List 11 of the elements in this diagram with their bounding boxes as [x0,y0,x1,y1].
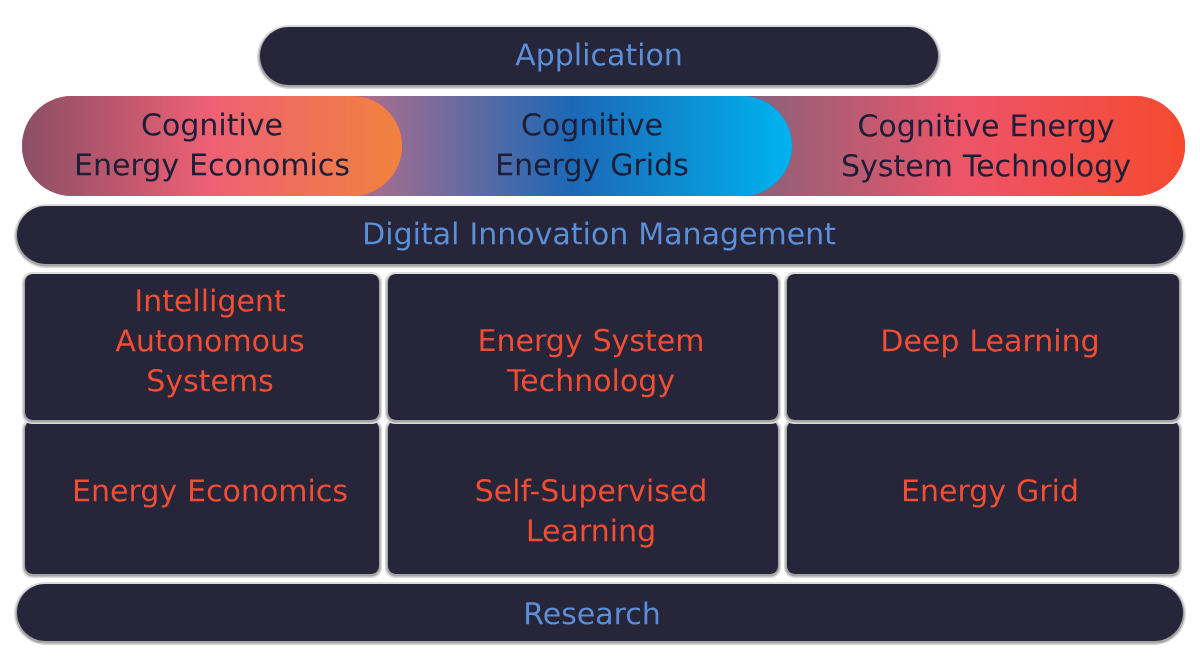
layer-bar: Application [257,25,941,89]
topic-tile: Energy System Technology [385,272,781,424]
topic-tile: Deep Learning [784,272,1182,424]
topic-tile: Energy Economics [22,419,382,578]
layer-bar: Digital Innovation Management [14,204,1186,268]
topic-tile: Intelligent Autonomous Systems [22,272,382,424]
topic-tile: Energy Grid [784,419,1182,578]
layer-bar: Research [14,582,1186,645]
topic-tile: Self-Supervised Learning [385,419,781,578]
gradient-pill: Cognitive Energy System Technology [742,96,1185,196]
gradient-pill: Cognitive Energy Economics [22,96,402,196]
